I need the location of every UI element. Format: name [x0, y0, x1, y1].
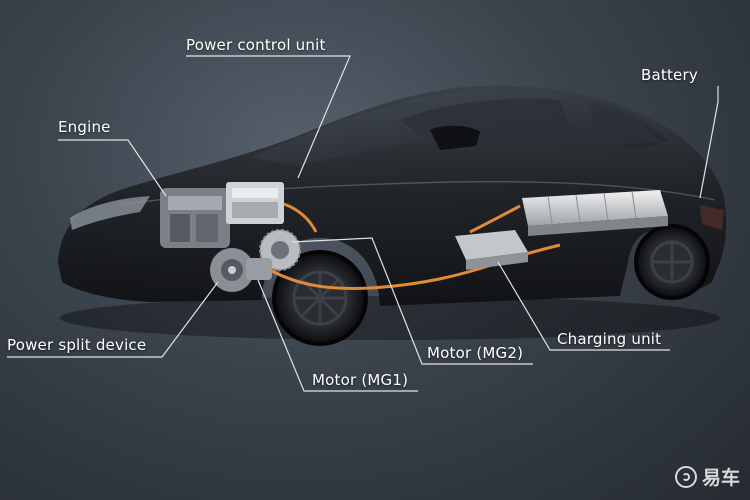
- leader-line-motor-mg2: [291, 237, 533, 365]
- front-wheel: [272, 250, 368, 346]
- engine-block: [160, 188, 230, 248]
- leader-line-power-control-unit: [186, 55, 351, 179]
- rear-wheel: [634, 224, 710, 300]
- motor-mg1-part: [246, 258, 272, 280]
- hv-cable-upper: [283, 202, 318, 233]
- label-battery: Battery: [641, 66, 698, 84]
- leader-line-charging-unit: [497, 261, 670, 351]
- label-power-split-device: Power split device: [7, 336, 147, 354]
- side-mirror: [430, 125, 480, 150]
- ground-shadow: [60, 296, 720, 340]
- charging-unit-part: [455, 230, 528, 270]
- power-split-device-part: [210, 248, 254, 292]
- label-power-control-unit: Power control unit: [186, 36, 326, 54]
- label-motor-mg1: Motor (MG1): [312, 371, 409, 389]
- leader-line-motor-mg1: [257, 279, 418, 392]
- leader-line-engine: [58, 139, 167, 197]
- rear-window: [590, 102, 660, 146]
- watermark-logo-icon: [674, 465, 697, 488]
- tail-light: [700, 205, 724, 230]
- label-engine: Engine: [58, 118, 111, 136]
- watermark: 易车: [674, 463, 740, 490]
- leader-line-power-split-device: [7, 281, 219, 358]
- watermark-text: 易车: [701, 467, 740, 489]
- headlight: [70, 196, 150, 230]
- power-control-unit-part: [226, 182, 284, 224]
- hv-cable-rear: [469, 204, 521, 234]
- label-motor-mg2: Motor (MG2): [427, 344, 524, 362]
- label-charging-unit: Charging unit: [557, 330, 662, 348]
- leader-line-battery: [699, 86, 719, 199]
- battery-pack-part: [522, 190, 668, 236]
